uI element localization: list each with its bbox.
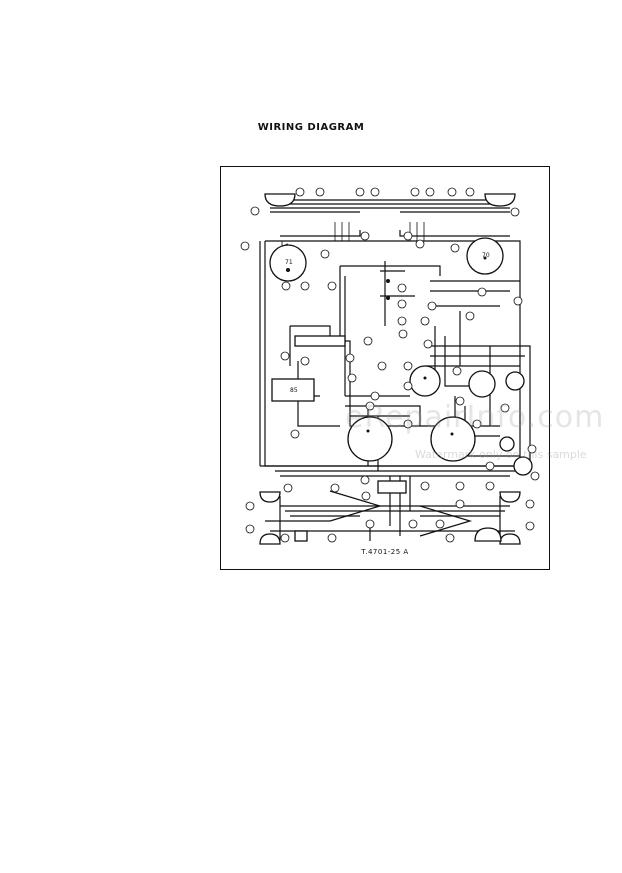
component-86 xyxy=(499,436,515,452)
component-switch-bottom-left xyxy=(294,530,308,542)
component-connector xyxy=(377,480,407,494)
page-title: WIRING DIAGRAM xyxy=(257,122,365,133)
component-75 xyxy=(505,371,525,391)
component-fuse-block xyxy=(294,335,346,347)
label-85: 85 xyxy=(290,387,298,394)
wiring-diagram: 71 70 85 xyxy=(240,187,540,545)
headlamp-left xyxy=(264,193,296,207)
component-80 xyxy=(409,365,441,397)
lamp-bottom-right-lower xyxy=(499,533,521,545)
lamp-bottom-left-upper xyxy=(259,491,281,503)
lamp-bottom-left-lower xyxy=(259,533,281,545)
lamp-bottom-right-middle xyxy=(474,527,502,542)
reference-code: T.4701-25 A xyxy=(361,548,409,556)
label-70: 70 xyxy=(482,252,490,259)
component-70 xyxy=(466,237,504,275)
watermark-subtext: Watermark only on this sample xyxy=(415,448,587,461)
watermark: eRepairInfo.com xyxy=(345,400,605,435)
lamp-bottom-right-upper xyxy=(499,491,521,503)
component-85 xyxy=(271,378,315,402)
component-79 xyxy=(468,370,496,398)
component-83 xyxy=(430,416,476,462)
junction-dots xyxy=(286,256,487,436)
node-markers xyxy=(240,187,540,543)
wire-harness xyxy=(259,199,531,541)
component-87 xyxy=(513,456,533,476)
headlamp-right xyxy=(484,193,516,207)
label-71: 71 xyxy=(285,259,293,266)
component-71 xyxy=(269,244,307,282)
component-84 xyxy=(347,416,393,462)
diagram-frame xyxy=(220,166,550,570)
